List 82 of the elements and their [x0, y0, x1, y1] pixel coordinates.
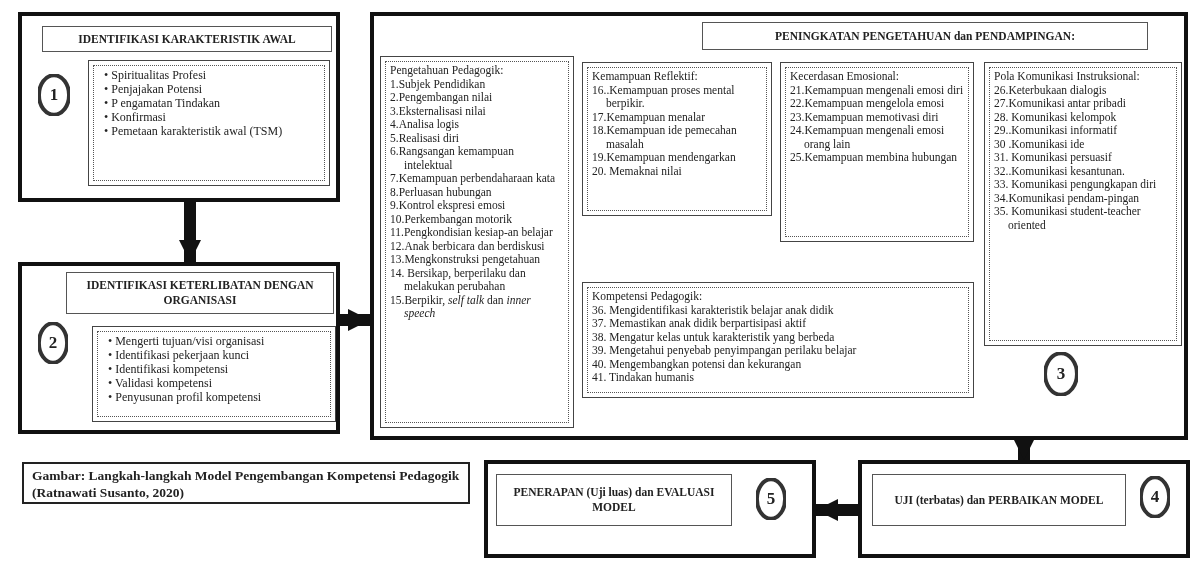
list-heading: Kompetensi Pedagogik:	[592, 290, 704, 304]
list-box	[582, 282, 974, 398]
caption-box: Gambar: Langkah-langkah Model Pengembangan Kompetensi Pedagogik (Ratnawati Susanto, 2020)	[22, 462, 470, 504]
list-item: 35. Komunikasi student-teacher oriented	[994, 205, 1142, 232]
list-item: 4.Analisa logis	[390, 118, 460, 132]
list-item: 17.Kemampuan menalar	[592, 110, 707, 124]
list-item: 13.Mengkonstruksi pengetahuan	[390, 253, 542, 267]
step-number: 5	[765, 489, 777, 509]
list-item: 9.Kontrol ekspresi emosi	[390, 199, 507, 213]
list-item: 10.Perkembangan motorik	[390, 212, 513, 226]
list-item: 23.Kemampuan memotivasi diri	[790, 110, 940, 124]
bullet-item: • P engamatan Tindakan	[104, 96, 222, 110]
list-item: 7.Kemampuan perbendaharaan kata	[390, 172, 557, 186]
stage-box	[858, 460, 1190, 558]
list-item: 30 .Komunikasi ide	[994, 137, 1086, 151]
list-item: 16..Kemampuan proses mental berpikir.	[592, 83, 736, 111]
bullet-item: • Validasi kompetensi	[108, 376, 213, 390]
list-heading: Kecerdasan Emosional:	[790, 70, 900, 84]
list-item: 18.Kemampuan ide pemecahan masalah	[592, 124, 738, 151]
list-item: 24.Kemampuan mengenali emosi orang lain	[790, 124, 946, 151]
list-box	[780, 62, 974, 242]
list-item: 32..Komunikasi kesantunan.	[994, 164, 1126, 178]
bullet-item: • Mengerti tujuan/visi organisasi	[108, 334, 266, 348]
bullet-item: • Pemetaan karakteristik awal (TSM)	[104, 124, 284, 138]
list-item: 8.Perluasan hubungan	[390, 185, 493, 199]
bullet-item: • Konfirmasi	[104, 110, 167, 124]
bullet-item: • Spiritualitas Profesi	[104, 68, 208, 82]
list-heading: Pola Komunikasi Instruksional:	[994, 70, 1141, 84]
list-item: 1.Subjek Pendidikan	[390, 77, 487, 91]
stage-box	[18, 12, 340, 202]
list-item: 33. Komunikasi pengungkapan diri	[994, 178, 1158, 192]
list-heading: Pengetahuan Pedagogik:	[390, 64, 505, 78]
list-item: 26.Keterbukaan dialogis	[994, 83, 1108, 97]
list-item: 19.Kemampuan mendengarkan	[592, 151, 737, 165]
list-item: 36. Mengidentifikasi karakteristik belajar anak didik	[592, 303, 835, 317]
step-number: 4	[1149, 487, 1161, 507]
list-item: 29..Komunikasi informatif	[994, 124, 1118, 138]
list-item: 25.Kemampuan membina hubungan	[790, 151, 959, 165]
stage-box	[370, 12, 1188, 440]
list-item: 34.Komunikasi pendam-pingan	[994, 191, 1140, 205]
step-number: 2	[47, 333, 59, 353]
list-box	[88, 60, 330, 186]
block-arrow	[340, 309, 370, 331]
list-item: 39. Mengetahui penyebab penyimpangan perilaku belajar	[592, 344, 858, 358]
list-item: 5.Realisasi diri	[390, 131, 460, 145]
list-item: 27.Komunikasi antar pribadi	[994, 97, 1127, 111]
block-arrow	[816, 499, 858, 521]
list-item: 6.Rangsangan kemampuan intelektual	[390, 145, 515, 172]
block-arrow	[1013, 438, 1035, 460]
step-number: 3	[1055, 364, 1067, 384]
list-item: 12.Anak berbicara dan berdiskusi	[390, 239, 546, 253]
heading-box: IDENTIFIKASI KARAKTERISTIK AWAL	[42, 26, 332, 52]
heading-box: IDENTIFIKASI KETERLIBATAN DENGAN ORGANISASI	[66, 272, 334, 314]
list-item: 22.Kemampuan mengelola emosi	[790, 97, 946, 111]
list-item: 40. Mengembangkan potensi dan kekurangan	[592, 357, 803, 371]
list-item: 11.Pengkondisian kesiap-an belajar	[390, 226, 554, 240]
list-box	[380, 56, 574, 428]
bullet-item: • Identifikasi pekerjaan kunci	[108, 348, 251, 362]
list-box	[984, 62, 1182, 346]
list-item: 21.Kemampuan mengenali emosi diri	[790, 83, 964, 97]
list-item: 20. Memaknai nilai	[592, 164, 683, 178]
stage-box	[484, 460, 816, 558]
list-heading: Kemampuan Reflektif:	[592, 70, 699, 84]
list-item: 38. Mengatur kelas untuk karakteristik yang berbeda	[592, 330, 836, 344]
list-item: 2.Pengembangan nilai	[390, 91, 494, 105]
list-item: 41. Tindakan humanis	[592, 371, 695, 385]
heading-box: PENERAPAN (Uji luas) dan EVALUASI MODEL	[496, 474, 732, 526]
heading-box: PENINGKATAN PENGETAHUAN dan PENDAMPINGAN:	[702, 22, 1148, 50]
list-item: 28. Komunikasi kelompok	[994, 110, 1118, 124]
list-item: 3.Eksternalisasi nilai	[390, 104, 487, 118]
heading-box: UJI (terbatas) dan PERBAIKAN MODEL	[872, 474, 1126, 526]
bullet-item: • Identifikasi kompetensi	[108, 362, 230, 376]
step-number: 1	[48, 85, 60, 105]
list-box	[92, 326, 336, 422]
stage-box	[18, 262, 340, 434]
list-item: 31. Komunikasi persuasif	[994, 151, 1113, 165]
bullet-item: • Penjajakan Potensi	[104, 82, 204, 96]
list-box	[582, 62, 772, 216]
bullet-item: • Penyusunan profil kompetensi	[108, 390, 263, 404]
list-item: 37. Memastikan anak didik berpartisipasi aktif	[592, 317, 807, 331]
block-arrow	[179, 202, 201, 262]
list-item: 15.Berpikir, self talk dan inner speech	[390, 293, 532, 321]
